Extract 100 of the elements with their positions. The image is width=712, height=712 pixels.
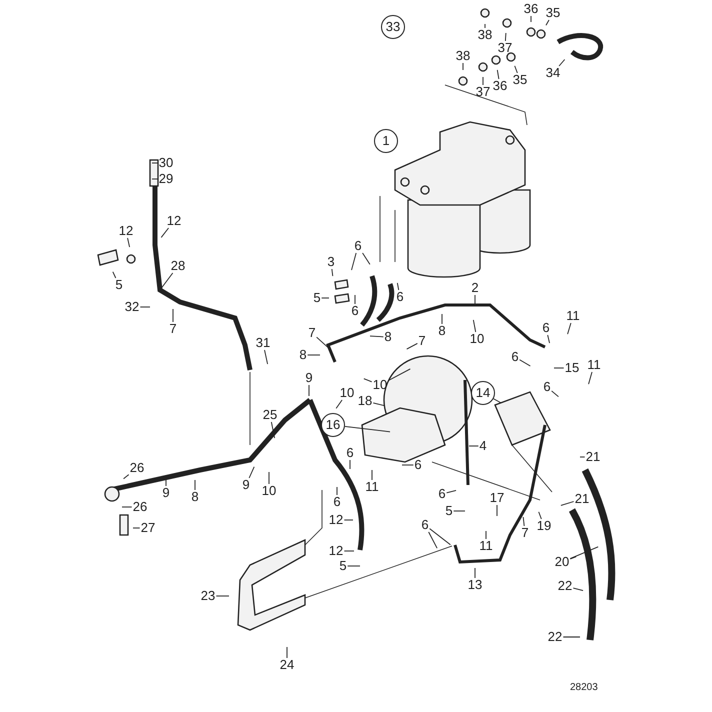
- callout-number: 10: [260, 484, 278, 498]
- leader-line: [123, 474, 130, 480]
- callout-number: 10: [468, 332, 486, 346]
- callout-number: 9: [304, 371, 314, 385]
- leader-line: [160, 272, 174, 289]
- leader-line: [429, 528, 451, 546]
- leader-line: [504, 32, 506, 42]
- callout-number: 6: [332, 495, 342, 509]
- callout-number: 3: [326, 255, 336, 269]
- callout-number: 7: [417, 334, 427, 348]
- callout-number: 6: [437, 487, 447, 501]
- leader-line: [538, 511, 542, 520]
- leader-line: [560, 501, 574, 506]
- callout-number: 17: [488, 491, 506, 505]
- callout-number: 6: [350, 304, 360, 318]
- leader-line: [363, 378, 372, 382]
- callout-number: 23: [200, 589, 216, 603]
- callout-number: 6: [420, 518, 430, 532]
- callout-number: 10: [338, 386, 356, 400]
- leader-line: [493, 398, 502, 404]
- callout-number: 19: [536, 519, 552, 533]
- callout-number: 6: [353, 239, 363, 253]
- leader-line: [484, 24, 486, 28]
- callout-number: 2: [470, 281, 480, 295]
- leader-line: [354, 294, 356, 304]
- leader-line: [308, 384, 310, 396]
- callout-number: 12: [328, 544, 344, 558]
- callout-number: 20: [554, 555, 570, 569]
- leader-line: [372, 402, 384, 406]
- callout-number: 11: [478, 539, 494, 553]
- leader-line: [462, 62, 464, 70]
- callout-number: 9: [161, 486, 171, 500]
- callout-number: 21: [584, 450, 602, 464]
- leader-line: [344, 426, 390, 432]
- leader-line: [270, 422, 276, 438]
- leader-line: [152, 178, 158, 180]
- leader-line: [362, 252, 370, 265]
- callout-number: 6: [413, 458, 423, 472]
- leader-line: [264, 350, 268, 364]
- leader-line: [152, 162, 158, 164]
- callout-number: 32: [124, 300, 140, 314]
- leader-line: [496, 70, 500, 80]
- leader-line: [562, 636, 580, 638]
- callout-number: 5: [312, 291, 322, 305]
- leader-line: [547, 334, 550, 344]
- callout-number: 38: [454, 49, 472, 63]
- leader-line: [336, 400, 342, 409]
- callout-number: 36: [492, 79, 508, 93]
- callout-number: 12: [118, 224, 134, 238]
- callout-number: 7: [520, 526, 530, 540]
- callout-number: 11: [364, 480, 380, 494]
- callout-number: 29: [158, 172, 174, 186]
- leader-line: [482, 76, 484, 86]
- leader-line: [172, 308, 174, 322]
- callout-number: 5: [444, 504, 454, 518]
- callout-number: 18: [356, 394, 374, 408]
- leader-line: [519, 359, 531, 366]
- callout-number: 6: [510, 350, 520, 364]
- leader-line: [522, 516, 525, 526]
- callout-number: 13: [466, 578, 484, 592]
- leader-line: [194, 480, 196, 490]
- callout-number: 5: [338, 559, 348, 573]
- leader-line: [112, 271, 116, 278]
- callout-number: 37: [496, 41, 514, 55]
- callout-number: 7: [168, 322, 178, 336]
- leader-line: [351, 252, 357, 271]
- leader-line: [331, 268, 334, 276]
- leader-line: [558, 59, 566, 66]
- leader-line: [472, 320, 476, 332]
- callout-number: 35: [512, 73, 528, 87]
- callout-number: 7: [307, 326, 317, 340]
- leader-line: [316, 336, 332, 352]
- callout-number: 12: [328, 513, 344, 527]
- callout-number: 21: [574, 492, 590, 506]
- leader-line: [268, 472, 270, 484]
- leader-line: [572, 588, 584, 591]
- callout-number: 26: [128, 461, 146, 475]
- callout-number: 37: [474, 85, 492, 99]
- leader-line: [248, 466, 255, 478]
- leader-line: [551, 390, 559, 398]
- leader-line: [406, 343, 418, 350]
- leader-line: [122, 506, 132, 508]
- leader-line: [370, 336, 384, 338]
- callout-number: 36: [522, 2, 540, 16]
- callout-number: 5: [114, 278, 124, 292]
- leader-line: [546, 20, 550, 26]
- callout-number: 6: [345, 446, 355, 460]
- callout-number: 27: [140, 521, 156, 535]
- callout-number: 9: [241, 478, 251, 492]
- leader-line: [446, 490, 456, 494]
- callout-number: 34: [544, 66, 562, 80]
- leader-line: [453, 510, 466, 512]
- leader-line: [428, 532, 438, 549]
- callout-number: 11: [565, 309, 581, 323]
- leader-line: [336, 486, 338, 496]
- callout-number: 24: [278, 658, 296, 672]
- callout-number: 35: [544, 6, 562, 20]
- leader-line: [580, 456, 586, 458]
- circled-callout-number: 16: [321, 413, 345, 437]
- leader-line: [127, 238, 130, 248]
